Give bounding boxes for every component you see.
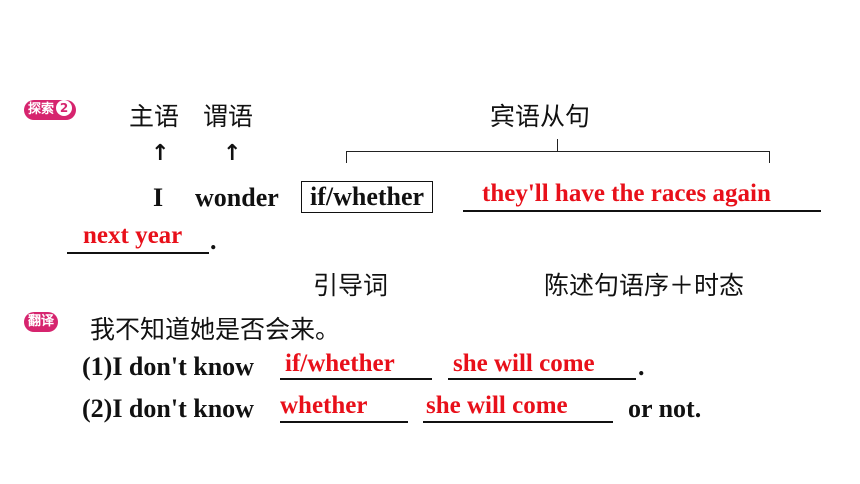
line2-prefix: (2)I don't know bbox=[82, 394, 254, 423]
translate-badge-text: 翻译 bbox=[28, 314, 55, 329]
connective-caption: 引导词 bbox=[313, 271, 389, 300]
line1-answer2: she will come bbox=[453, 350, 595, 377]
answer-clause: they'll have the races again bbox=[482, 180, 771, 207]
line2-blank1 bbox=[280, 421, 408, 423]
line1-suffix: . bbox=[638, 352, 645, 381]
subject-arrow-icon: ↑ bbox=[151, 141, 170, 166]
line2-blank2 bbox=[423, 421, 613, 423]
verb-word: wonder bbox=[195, 183, 279, 212]
predicate-label: 谓语 bbox=[203, 102, 254, 131]
object-clause-label: 宾语从句 bbox=[490, 102, 591, 131]
explore-badge-number: 2 bbox=[56, 100, 73, 116]
object-clause-bracket bbox=[346, 151, 770, 163]
sentence-period: . bbox=[210, 226, 217, 255]
object-clause-bracket-tick bbox=[557, 139, 558, 151]
line1-prefix: (1)I don't know bbox=[82, 352, 254, 381]
connective-boxed: if/whether bbox=[301, 181, 434, 213]
translate-badge: 翻译 bbox=[24, 312, 59, 332]
answer-continuation: next year bbox=[83, 222, 183, 249]
word-order-caption: 陈述句语序＋时态 bbox=[544, 271, 745, 300]
answer-clause-blank bbox=[463, 210, 821, 212]
predicate-arrow-icon: ↑ bbox=[223, 141, 242, 166]
explore-badge-text: 探索 bbox=[28, 102, 55, 117]
line1-answer1: if/whether bbox=[285, 350, 395, 377]
answer-continuation-blank bbox=[67, 252, 209, 254]
subject-label: 主语 bbox=[129, 102, 180, 131]
line2-answer1: whether bbox=[280, 392, 368, 419]
line2-answer2: she will come bbox=[426, 392, 568, 419]
line1-blank2 bbox=[448, 378, 636, 380]
line1-blank1 bbox=[280, 378, 432, 380]
line2-suffix: or not. bbox=[628, 394, 702, 423]
translate-prompt: 我不知道她是否会来。 bbox=[90, 315, 341, 344]
subject-word: I bbox=[153, 183, 164, 212]
